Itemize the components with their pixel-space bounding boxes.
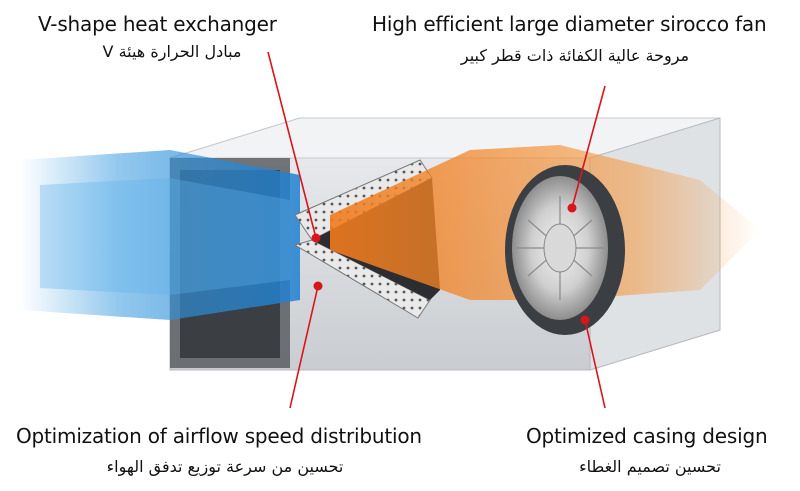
- dot-airflow: [313, 281, 323, 291]
- airflow-label-en: Optimization of airflow speed distributi…: [16, 424, 422, 448]
- sirocco-fan-label-ar: مروحة عالية الكفائة ذات قطر كبير: [460, 46, 690, 65]
- airflow-label-ar: تحسين من سرعة توزيع تدفق الهواء: [106, 457, 344, 476]
- heat-exchanger-label-en: V-shape heat exchanger: [38, 12, 277, 36]
- casing-label-en: Optimized casing design: [526, 424, 768, 448]
- sirocco-fan-label-en: High efficient large diameter sirocco fa…: [372, 12, 767, 36]
- dot-sirocco-fan: [567, 203, 577, 213]
- leader-airflow: [289, 285, 319, 409]
- leader-heat-exchanger: [267, 51, 317, 239]
- sirocco-fan: [505, 165, 625, 335]
- dot-casing: [580, 315, 590, 325]
- heat-exchanger-label-ar: مبادل الحرارة هيئة V: [102, 42, 242, 61]
- leader-dots: [311, 203, 590, 325]
- dot-heat-exchanger: [311, 233, 321, 243]
- casing-label-ar: تحسين تصميم الغطاء: [579, 457, 721, 476]
- leader-lines: [267, 51, 606, 409]
- cold-airflow: [20, 150, 300, 320]
- leader-sirocco-fan: [571, 85, 606, 209]
- leader-casing: [584, 319, 606, 409]
